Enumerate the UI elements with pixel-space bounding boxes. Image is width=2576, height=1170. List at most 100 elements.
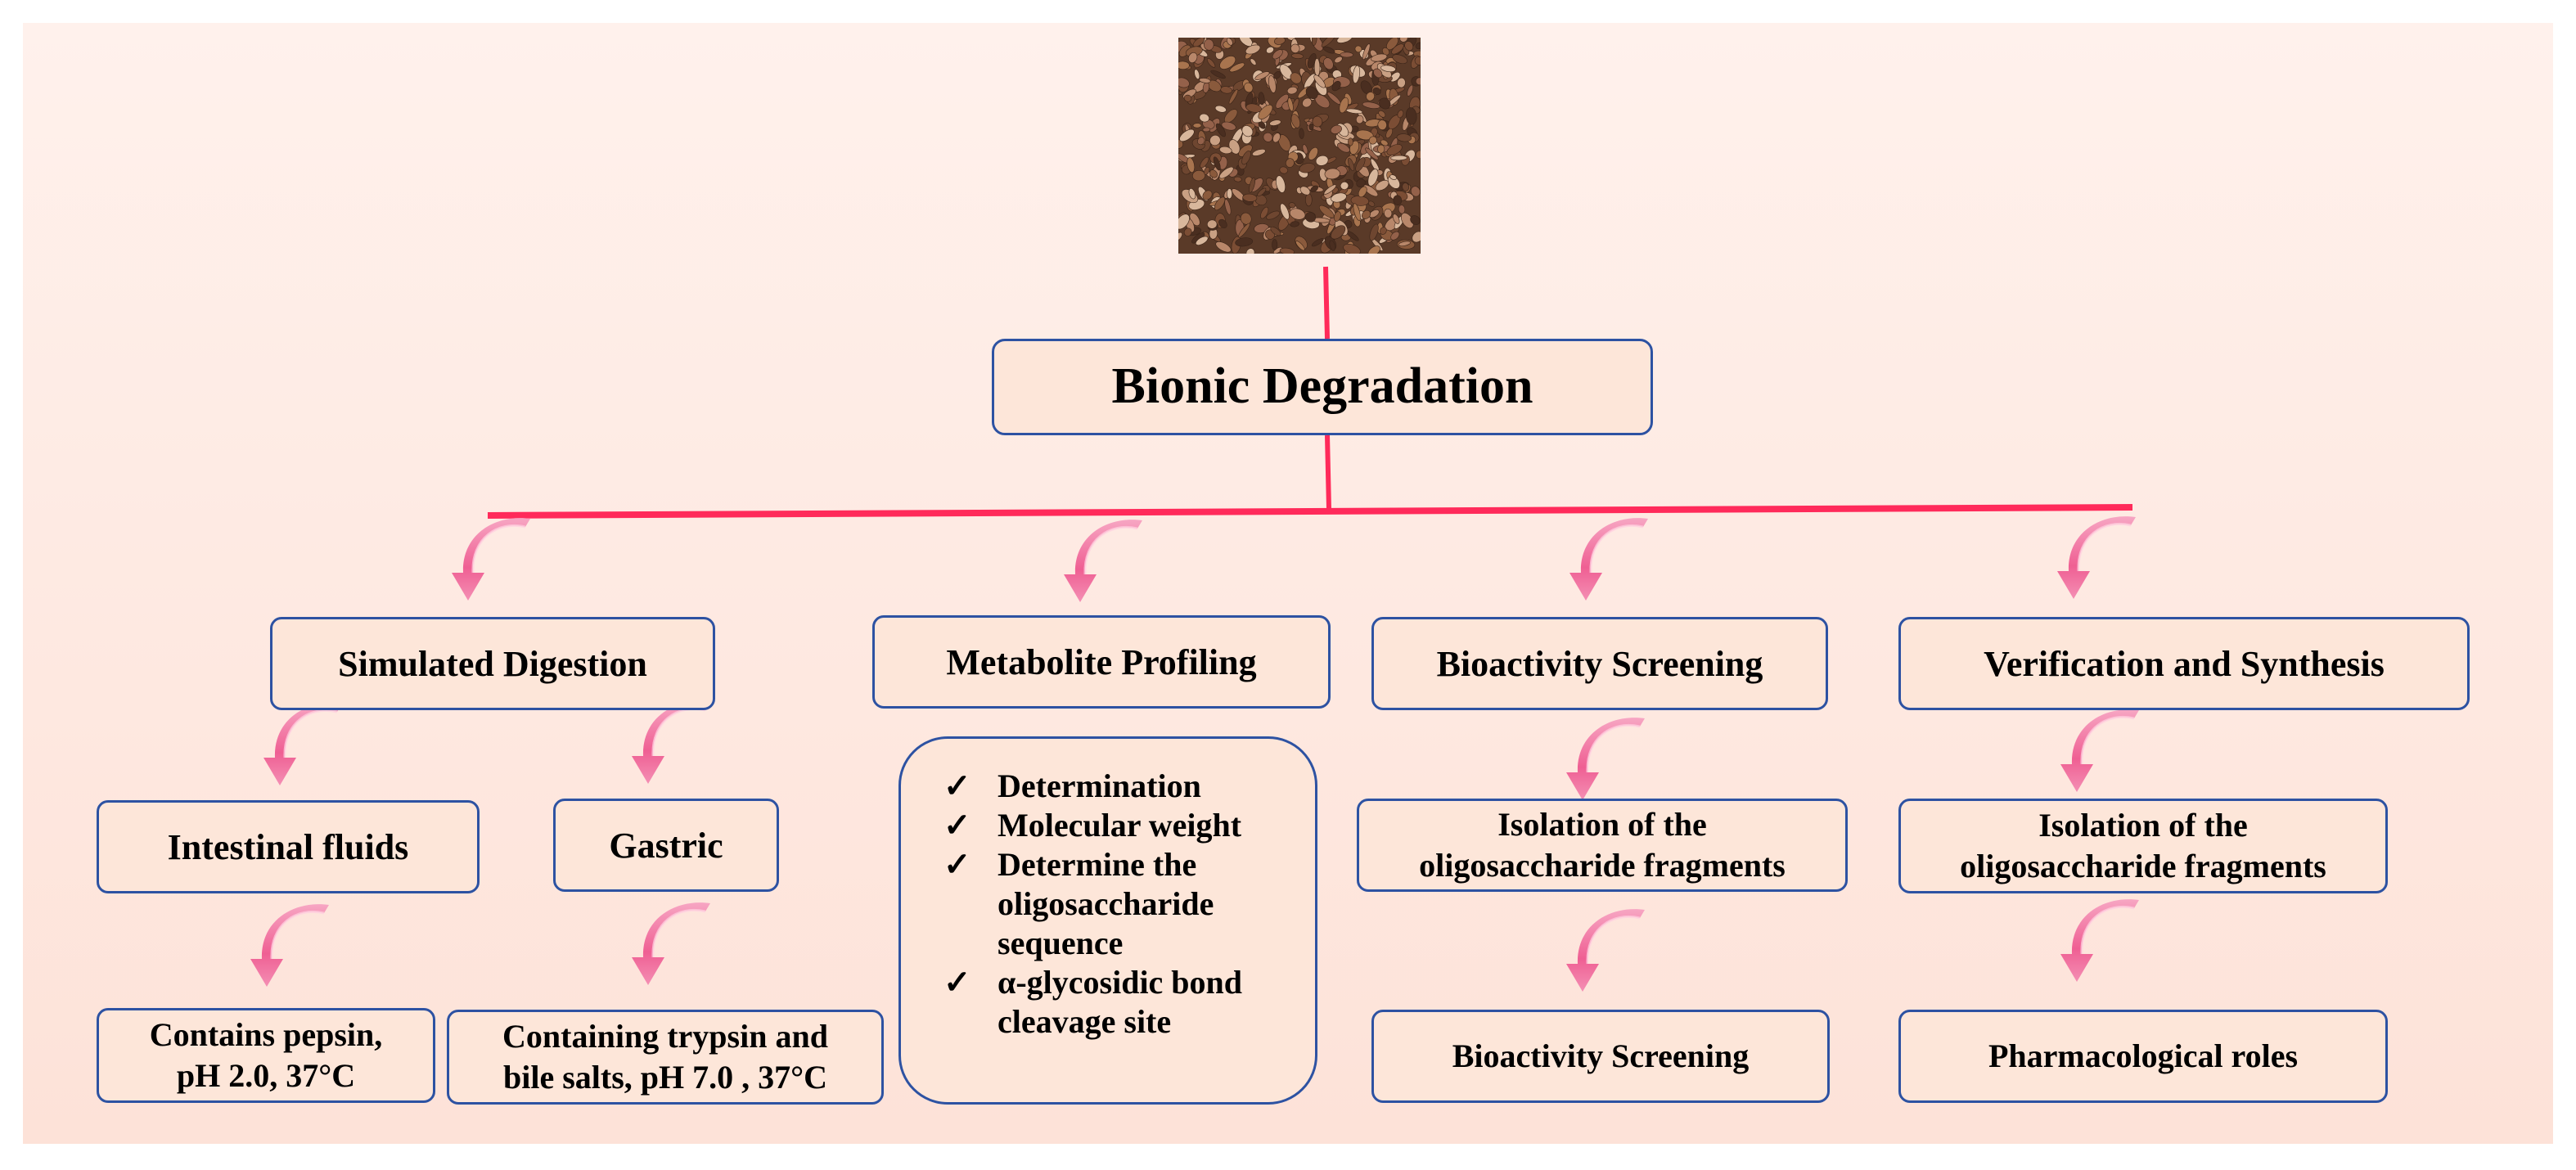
checklist-text: α-glycosidic bond cleavage site bbox=[998, 963, 1290, 1042]
seed-grain bbox=[1288, 202, 1296, 209]
seed-grain bbox=[1380, 227, 1387, 235]
seed-grain bbox=[1355, 115, 1364, 124]
seed-grain bbox=[1290, 72, 1302, 84]
seed-grain bbox=[1369, 223, 1379, 241]
seed-grain bbox=[1367, 245, 1380, 254]
seed-grain bbox=[1412, 231, 1421, 243]
seed-grain bbox=[1287, 97, 1294, 112]
seed-grain bbox=[1315, 155, 1329, 166]
branch-bar-connector bbox=[487, 504, 2133, 519]
check-icon: ✓ bbox=[943, 807, 971, 844]
seed-grain bbox=[1333, 211, 1341, 222]
seed-grain bbox=[1209, 169, 1218, 178]
seed-grain bbox=[1290, 53, 1304, 59]
gastric-detail-line2: bile salts, pH 7.0 , 37°C bbox=[502, 1059, 828, 1096]
arrow-to-metabolite-profiling-icon bbox=[1062, 518, 1144, 604]
seed-grain bbox=[1241, 151, 1251, 165]
seed-grain bbox=[1331, 192, 1347, 203]
seed-grain bbox=[1398, 205, 1406, 214]
arrow-to-pharmacological-icon bbox=[2059, 898, 2141, 983]
seed-grain bbox=[1414, 56, 1421, 65]
seed-grain bbox=[1242, 193, 1258, 202]
checklist-line: sequence bbox=[998, 925, 1124, 961]
seed-grain bbox=[1245, 248, 1255, 254]
seed-grain bbox=[1188, 52, 1198, 64]
seed-grain bbox=[1405, 107, 1417, 125]
seed-grain bbox=[1199, 113, 1209, 123]
arrow-to-bioactivity-screening-icon bbox=[1568, 516, 1650, 602]
seed-grain bbox=[1285, 158, 1295, 168]
seed-grain bbox=[1219, 56, 1236, 70]
seed-grain bbox=[1404, 41, 1414, 52]
seed-grain bbox=[1258, 104, 1273, 119]
checklist-item-determination: ✓ Determination bbox=[943, 767, 1290, 806]
seed-grain bbox=[1279, 247, 1295, 254]
seed-grain bbox=[1183, 94, 1192, 102]
seed-grain bbox=[1272, 239, 1278, 250]
seed-grain bbox=[1233, 176, 1242, 182]
seed-grain bbox=[1380, 65, 1396, 73]
seed-grain bbox=[1318, 205, 1335, 218]
checklist-item-molecular-weight: ✓ Molecular weight bbox=[943, 806, 1290, 845]
seed-grain bbox=[1392, 214, 1400, 224]
seed-grain bbox=[1221, 121, 1236, 131]
arrow-to-gastric-icon bbox=[630, 700, 712, 785]
seed-grain bbox=[1192, 169, 1205, 182]
check-icon: ✓ bbox=[943, 964, 971, 1001]
seed-grain bbox=[1218, 166, 1234, 179]
arrow-to-screening-icon bbox=[1565, 907, 1646, 993]
seed-grain bbox=[1187, 157, 1196, 173]
seed-grain bbox=[1352, 65, 1361, 83]
seed-grain bbox=[1348, 158, 1355, 172]
bioactivity-isolation-line1: Isolation of the bbox=[1497, 806, 1707, 843]
seed-grain bbox=[1270, 226, 1281, 236]
root-node: Bionic Degradation bbox=[992, 339, 1653, 435]
gastric-label: Gastric bbox=[609, 825, 723, 866]
seed-grain bbox=[1355, 157, 1366, 172]
seed-grain bbox=[1336, 38, 1353, 43]
seed-grain bbox=[1244, 82, 1254, 93]
seed-grain bbox=[1311, 238, 1324, 247]
seed-grain bbox=[1199, 78, 1211, 83]
seed-grain bbox=[1337, 142, 1350, 153]
seed-grain bbox=[1324, 168, 1340, 180]
seed-grain bbox=[1305, 86, 1318, 100]
seed-grain bbox=[1279, 166, 1288, 174]
seed-grain bbox=[1250, 58, 1257, 65]
seed-grain bbox=[1373, 68, 1383, 79]
seed-texture-image bbox=[1178, 38, 1421, 254]
arrow-to-isolation-icon bbox=[1565, 716, 1646, 802]
seed-grain bbox=[1371, 53, 1388, 62]
seed-grain bbox=[1206, 58, 1216, 68]
intestinal-detail-line2: pH 2.0, 37°C bbox=[176, 1057, 356, 1094]
seed-grain bbox=[1396, 133, 1412, 142]
seed-grain bbox=[1202, 190, 1213, 200]
checklist-line: Determine the bbox=[998, 846, 1197, 883]
check-icon: ✓ bbox=[943, 846, 971, 883]
seed-grain bbox=[1358, 186, 1367, 198]
seed-grain bbox=[1215, 123, 1226, 137]
seed-grain bbox=[1269, 119, 1281, 126]
seed-grain bbox=[1276, 175, 1286, 193]
seed-grain bbox=[1290, 43, 1300, 53]
metabolite-profiling-node: Metabolite Profiling bbox=[872, 615, 1331, 709]
seed-grain bbox=[1254, 71, 1270, 80]
seed-grain bbox=[1362, 101, 1380, 109]
verification-synthesis-label: Verification and Synthesis bbox=[1984, 643, 2385, 684]
seed-grain bbox=[1323, 184, 1337, 195]
seed-grain bbox=[1354, 45, 1362, 53]
checklist-text: Determination bbox=[998, 767, 1201, 804]
seed-grain bbox=[1368, 136, 1377, 145]
seed-grain bbox=[1313, 74, 1326, 88]
seed-grain bbox=[1308, 146, 1318, 160]
seed-grain bbox=[1377, 119, 1387, 130]
seed-grain bbox=[1194, 69, 1200, 80]
seed-grain bbox=[1389, 174, 1397, 180]
intestinal-fluids-node: Intestinal fluids bbox=[97, 800, 480, 893]
arrow-to-verification-icon bbox=[2056, 515, 2137, 601]
seed-grain bbox=[1386, 144, 1403, 155]
pharmacological-roles-node: Pharmacological roles bbox=[1898, 1010, 2388, 1103]
bioactivity-screening-label: Bioactivity Screening bbox=[1436, 643, 1763, 684]
checklist-item-sequence: ✓ Determine the oligosaccharide sequence bbox=[943, 845, 1290, 963]
intestinal-detail-node: Contains pepsin, pH 2.0, 37°C bbox=[97, 1008, 435, 1103]
